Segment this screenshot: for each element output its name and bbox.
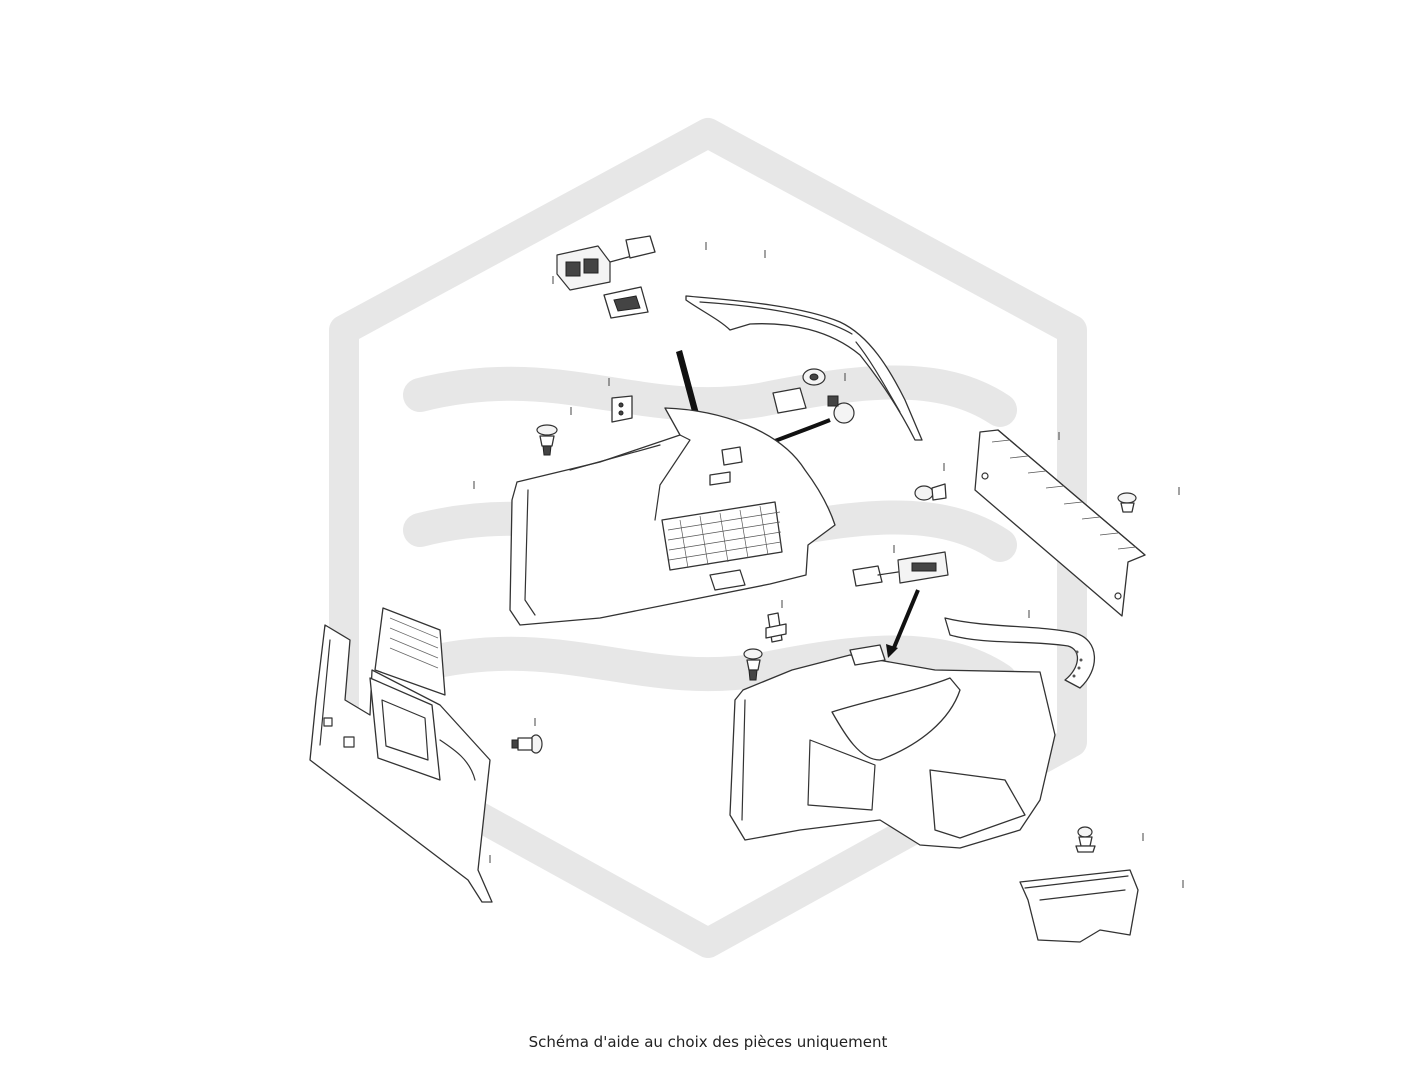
push-pin-fastener-1 bbox=[536, 424, 558, 456]
cargo-lamp-unit bbox=[852, 551, 949, 587]
clip-nut-bolt bbox=[772, 368, 855, 424]
diagram-caption: Schéma d'aide au choix des pièces unique… bbox=[528, 1033, 888, 1051]
upper-pillar-trim bbox=[685, 295, 923, 441]
upper-side-trim-panel bbox=[509, 407, 836, 626]
lower-quarter-trim-panel bbox=[309, 607, 493, 903]
reference-ticks bbox=[473, 242, 1184, 888]
push-pin-fastener-5 bbox=[511, 734, 543, 754]
rear-sill-scuff-plate bbox=[974, 429, 1146, 617]
handle-bezel bbox=[603, 286, 649, 319]
latch-bracket bbox=[765, 612, 787, 643]
push-pin-fastener-2 bbox=[914, 483, 947, 501]
push-pin-fastener-4 bbox=[743, 648, 763, 681]
storage-tray bbox=[1019, 869, 1139, 943]
push-pin-fastener-6 bbox=[1075, 826, 1096, 853]
lower-side-trim-panel bbox=[729, 644, 1056, 849]
cargo-net-mesh bbox=[667, 505, 782, 569]
wheel-arch-trim bbox=[944, 617, 1096, 689]
push-pin-fastener-3 bbox=[1117, 492, 1137, 513]
hinge-bracket bbox=[611, 395, 633, 423]
window-switch-module bbox=[556, 235, 656, 291]
